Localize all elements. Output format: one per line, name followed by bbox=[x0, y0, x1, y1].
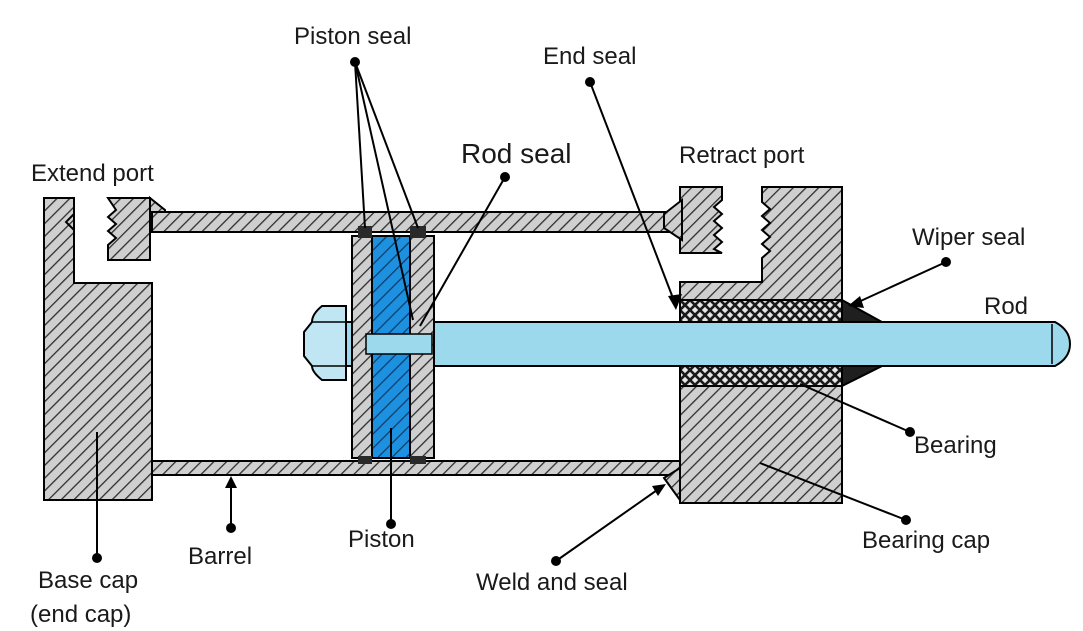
label-extend-port: Extend port bbox=[31, 160, 154, 187]
label-piston: Piston bbox=[348, 526, 415, 553]
piston bbox=[351, 226, 435, 464]
label-piston-seal: Piston seal bbox=[294, 23, 411, 50]
labels: Piston seal End seal Rod seal Extend por… bbox=[30, 23, 1028, 628]
bearing-cap bbox=[662, 186, 843, 504]
label-weld-and-seal: Weld and seal bbox=[476, 569, 628, 596]
rod-nut bbox=[303, 305, 347, 381]
label-wiper-seal: Wiper seal bbox=[912, 224, 1025, 251]
label-end-seal: End seal bbox=[543, 43, 636, 70]
leader-lines bbox=[92, 57, 951, 566]
label-rod-seal: Rod seal bbox=[461, 138, 572, 169]
label-retract-port: Retract port bbox=[679, 142, 805, 169]
label-end-cap: (end cap) bbox=[30, 601, 131, 628]
label-rod: Rod bbox=[984, 293, 1028, 320]
label-bearing-cap: Bearing cap bbox=[862, 527, 990, 554]
label-barrel: Barrel bbox=[188, 543, 252, 570]
retract-port-boss bbox=[663, 186, 724, 254]
label-bearing: Bearing bbox=[914, 432, 997, 459]
label-base-cap: Base cap bbox=[38, 567, 138, 594]
rod bbox=[345, 321, 1072, 367]
base-cap bbox=[43, 197, 153, 501]
